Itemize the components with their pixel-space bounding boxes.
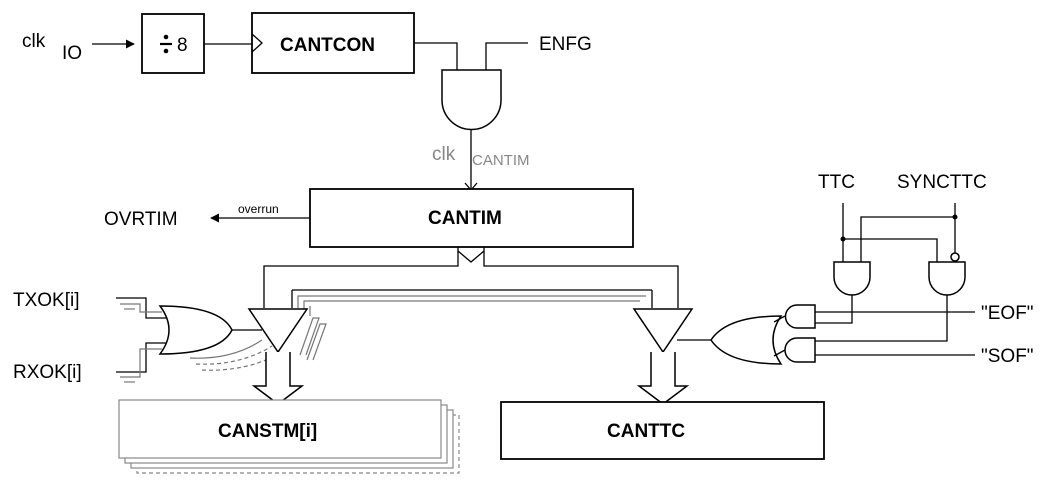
sof-and-gate bbox=[784, 337, 816, 363]
canstm-label: CANSTM[i] bbox=[218, 421, 317, 442]
cantcon-label: CANTCON bbox=[280, 35, 375, 56]
enfg-label: ENFG bbox=[539, 34, 592, 55]
divider-box bbox=[141, 13, 205, 74]
txok-label: TXOK[i] bbox=[13, 290, 80, 311]
canttc-hollow-arrow bbox=[636, 352, 690, 405]
rxok-input-wires bbox=[116, 342, 166, 383]
clk-cantim-label: clk bbox=[432, 144, 456, 165]
clk-io-subscript: IO bbox=[62, 43, 82, 64]
canstm-stack bbox=[118, 399, 460, 474]
ttc-cross-wire bbox=[843, 238, 938, 262]
ttc-or-gate bbox=[710, 315, 783, 365]
divider-value: 8 bbox=[177, 35, 188, 56]
cantim-bus bbox=[263, 247, 679, 316]
divide-icon bbox=[160, 34, 172, 54]
canttc-block bbox=[500, 401, 825, 460]
clk-io-label: clk bbox=[22, 31, 46, 52]
sof-label: "SOF" bbox=[981, 346, 1034, 367]
syncttc-and-out-wire bbox=[815, 295, 948, 342]
canstm-buffer-shadow-2 bbox=[306, 323, 327, 361]
or-gate-shadow bbox=[189, 339, 263, 359]
txok-input-wires bbox=[116, 297, 166, 319]
cantcon-clock-icon bbox=[251, 33, 263, 53]
ttc-and-gate bbox=[833, 261, 871, 296]
canttc-label: CANTTC bbox=[607, 421, 685, 442]
cantcon-block bbox=[251, 12, 415, 74]
rxok-label: RXOK[i] bbox=[13, 362, 82, 383]
ttc-label: TTC bbox=[818, 172, 855, 193]
enfg-wire bbox=[485, 42, 528, 70]
clock-enable-and-gate bbox=[441, 69, 502, 131]
eof-label: "EOF" bbox=[981, 303, 1034, 324]
canstm-buffer bbox=[247, 308, 309, 354]
syncttc-inverter-bubble bbox=[950, 252, 960, 262]
canstm-buffer-shadow bbox=[299, 317, 320, 356]
syncttc-cross-wire bbox=[860, 216, 955, 262]
canstm-hollow-arrow bbox=[251, 352, 305, 405]
syncttc-and-gate bbox=[928, 261, 966, 296]
eof-and-to-or-wire bbox=[773, 315, 786, 323]
ttc-and-out-wire bbox=[815, 295, 853, 324]
eof-and-gate bbox=[784, 304, 816, 329]
or-gate-shadow-2 bbox=[195, 345, 273, 365]
cantim-block bbox=[309, 188, 634, 248]
cantim-label: CANTIM bbox=[428, 208, 502, 229]
or-gate-shadow-3 bbox=[201, 351, 283, 371]
clk-cantim-subscript: CANTIM bbox=[472, 152, 530, 169]
canttc-buffer bbox=[632, 308, 694, 354]
overrun-label: overrun bbox=[238, 202, 279, 216]
txok-rxok-or-gate bbox=[158, 305, 233, 355]
sof-and-to-or-wire bbox=[773, 349, 786, 357]
syncttc-label: SYNCTTC bbox=[897, 172, 987, 193]
cantcon-out-wire bbox=[414, 42, 458, 70]
ovrtim-label: OVRTIM bbox=[104, 209, 178, 230]
